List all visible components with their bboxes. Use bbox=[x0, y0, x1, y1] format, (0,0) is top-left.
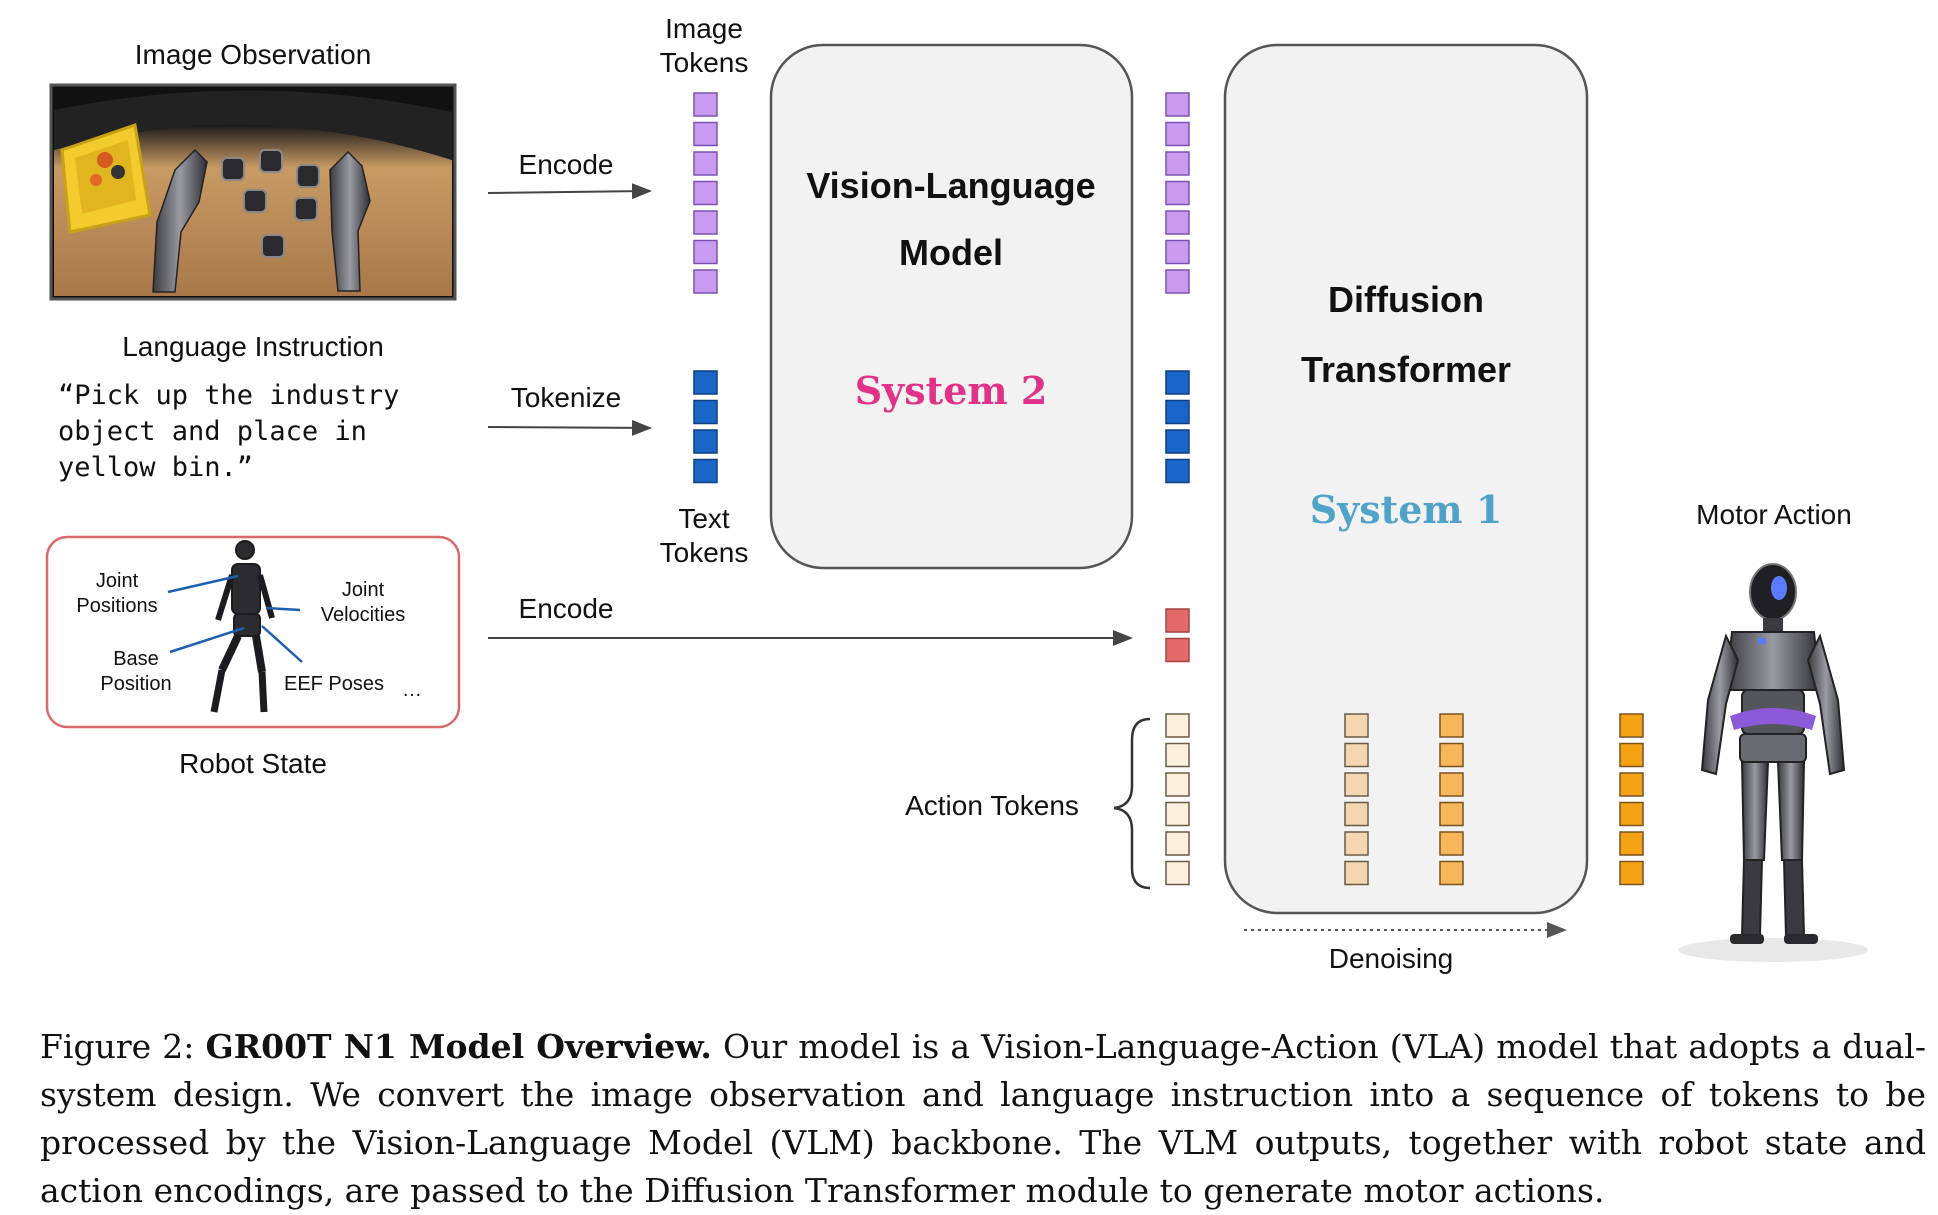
action-noisy-token-3 bbox=[1165, 772, 1190, 797]
image-out-token-4 bbox=[1165, 180, 1190, 206]
joint-positions-label-line-1: Joint bbox=[95, 570, 139, 592]
image-in-token-3 bbox=[693, 151, 718, 176]
text-out-token-3 bbox=[1165, 429, 1190, 454]
action-step-2-token-3 bbox=[1439, 772, 1464, 797]
text-out-token-4 bbox=[1165, 458, 1190, 484]
text-out-token-1 bbox=[1165, 370, 1190, 395]
image-in-token-4 bbox=[693, 180, 718, 206]
image-in-token-7 bbox=[693, 269, 718, 294]
image-tokens-label-line-1: Image bbox=[665, 13, 743, 44]
motor-action-token-3 bbox=[1619, 772, 1644, 797]
text-in-token-4 bbox=[693, 458, 718, 484]
robot-state-pointer-lines bbox=[167, 574, 303, 663]
vlm-title-line-2: Model bbox=[899, 232, 1003, 273]
motor-action-token-1 bbox=[1619, 713, 1644, 738]
system-2-label: System 2 bbox=[854, 368, 1048, 413]
image-in-token-5 bbox=[693, 210, 718, 235]
image-out-token-3 bbox=[1165, 151, 1190, 176]
caption-text: Our model is a Vision-Language-Action (V… bbox=[40, 1027, 1927, 1210]
action-tokens-label: Action Tokens bbox=[905, 790, 1079, 821]
tokenize-arrow bbox=[487, 419, 652, 436]
action-step-1-token-4 bbox=[1344, 801, 1369, 827]
image-in-token-1 bbox=[693, 92, 718, 117]
joint-positions-label-line-2: Positions bbox=[76, 595, 158, 617]
action-step-2-token-5 bbox=[1439, 831, 1464, 856]
diagram-canvas bbox=[45, 43, 1868, 962]
system-1-label: System 1 bbox=[1309, 487, 1503, 532]
text-in-token-3 bbox=[693, 429, 718, 454]
image-out-token-6 bbox=[1165, 239, 1190, 265]
denoising-label: Denoising bbox=[1328, 943, 1454, 974]
base-position-label-line-2: Position bbox=[100, 673, 172, 695]
model-overview-diagram: Image Observation Language Instruction “… bbox=[45, 13, 1868, 974]
motor-action-token-2 bbox=[1619, 742, 1644, 768]
motor-action-token-4 bbox=[1619, 801, 1644, 827]
image-out-token-5 bbox=[1165, 210, 1190, 235]
action-noisy-token-4 bbox=[1165, 801, 1190, 827]
vlm-box bbox=[769, 43, 1134, 570]
action-step-1-token-2 bbox=[1344, 742, 1369, 768]
encode-state-label: Encode bbox=[518, 593, 614, 624]
base-position-label-line-1: Base bbox=[113, 648, 159, 670]
state-token-1 bbox=[1165, 608, 1190, 633]
action-step-1-token-3 bbox=[1344, 772, 1369, 797]
image-out-token-2 bbox=[1165, 121, 1190, 147]
motor-action-token-6 bbox=[1619, 860, 1644, 886]
dit-title-line-1: Diffusion bbox=[1328, 279, 1484, 320]
language-instruction-label: Language Instruction bbox=[122, 331, 384, 362]
joint-velocities-label-line-1: Joint bbox=[341, 579, 385, 601]
action-step-1-token-6 bbox=[1344, 860, 1369, 886]
action-noisy-token-6 bbox=[1165, 860, 1190, 886]
motor-action-token-5 bbox=[1619, 831, 1644, 856]
motor-action-humanoid bbox=[1678, 563, 1868, 962]
motor-action-label: Motor Action bbox=[1696, 499, 1852, 530]
image-observation-picture bbox=[49, 83, 457, 301]
action-step-2-token-1 bbox=[1439, 713, 1464, 738]
action-noisy-token-5 bbox=[1165, 831, 1190, 856]
text-tokens-label-line-2: Tokens bbox=[659, 537, 749, 568]
image-out-token-7 bbox=[1165, 269, 1190, 294]
text-in-token-2 bbox=[693, 399, 718, 425]
text-in-token-1 bbox=[693, 370, 718, 395]
eef-poses-label: EEF Poses bbox=[283, 673, 385, 695]
robot-state-ellipsis: … bbox=[402, 679, 422, 701]
action-tokens-brace bbox=[1113, 717, 1151, 890]
image-tokens-label-line-2: Tokens bbox=[659, 47, 749, 78]
caption-title: GR00T N1 Model Overview. bbox=[205, 1027, 712, 1066]
action-step-2-token-6 bbox=[1439, 860, 1464, 886]
state-token-2 bbox=[1165, 637, 1190, 663]
action-noisy-token-1 bbox=[1165, 713, 1190, 738]
instruction-line-3: yellow bin.” bbox=[58, 452, 254, 483]
image-observation-label: Image Observation bbox=[134, 39, 372, 70]
dit-box bbox=[1223, 43, 1589, 915]
encode-image-arrow bbox=[487, 183, 652, 200]
action-step-1-token-1 bbox=[1344, 713, 1369, 738]
text-out-token-2 bbox=[1165, 399, 1190, 425]
joint-velocities-label-line-2: Velocities bbox=[320, 604, 406, 626]
robot-state-label: Robot State bbox=[179, 748, 327, 779]
text-tokens-label-line-1: Text bbox=[678, 503, 730, 534]
action-step-2-token-4 bbox=[1439, 801, 1464, 827]
encode-image-label: Encode bbox=[518, 149, 614, 180]
image-out-token-1 bbox=[1165, 92, 1190, 117]
image-in-token-6 bbox=[693, 239, 718, 265]
dit-title-line-2: Transformer bbox=[1300, 349, 1512, 390]
robot-state-figure bbox=[210, 540, 275, 713]
vlm-title-line-1: Vision-Language bbox=[806, 165, 1096, 206]
instruction-line-2: object and place in bbox=[58, 416, 367, 447]
action-noisy-token-2 bbox=[1165, 742, 1190, 768]
tokenize-label: Tokenize bbox=[510, 382, 622, 413]
action-step-2-token-2 bbox=[1439, 742, 1464, 768]
instruction-line-1: “Pick up the industry bbox=[58, 380, 400, 411]
figure-caption: Figure 2: GR00T N1 Model Overview. Our m… bbox=[40, 1023, 1926, 1215]
image-in-token-2 bbox=[693, 121, 718, 147]
caption-label: Figure 2: bbox=[40, 1027, 195, 1066]
action-step-1-token-5 bbox=[1344, 831, 1369, 856]
